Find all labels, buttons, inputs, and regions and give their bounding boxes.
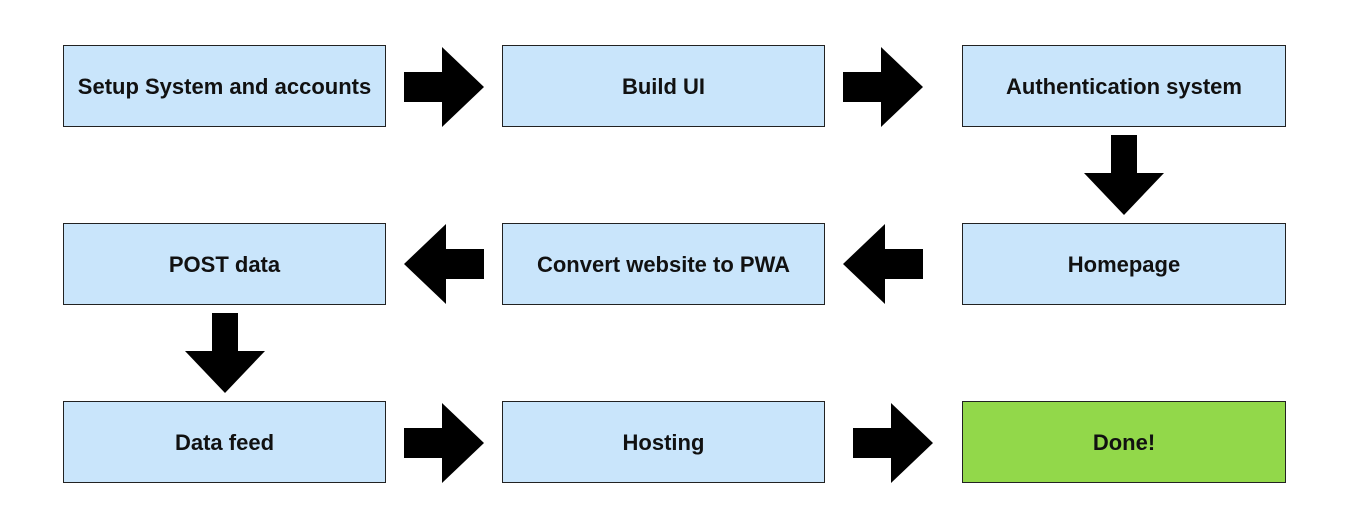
- step-hosting-box: Hosting: [502, 401, 825, 483]
- step-hosting-label: Hosting: [622, 429, 705, 455]
- arrow-left-icon: [843, 224, 923, 304]
- arrow-right-icon: [404, 47, 484, 127]
- step-post-box: POST data: [63, 223, 386, 305]
- arrow-right-icon: [853, 403, 933, 483]
- step-feed-box: Data feed: [63, 401, 386, 483]
- step-done-box: Done!: [962, 401, 1286, 483]
- step-build-ui-label: Build UI: [621, 73, 706, 99]
- arrow-down-icon: [1084, 135, 1164, 215]
- arrow-right-icon: [404, 403, 484, 483]
- step-build-ui-box: Build UI: [502, 45, 825, 127]
- step-post-label: POST data: [168, 251, 281, 277]
- step-feed-label: Data feed: [174, 429, 275, 455]
- step-done-label: Done!: [1092, 429, 1156, 455]
- step-auth-box: Authentication system: [962, 45, 1286, 127]
- step-homepage-box: Homepage: [962, 223, 1286, 305]
- step-pwa-label: Convert website to PWA: [536, 251, 791, 277]
- step-setup-box: Setup System and accounts: [63, 45, 386, 127]
- arrow-right-icon: [843, 47, 923, 127]
- arrow-left-icon: [404, 224, 484, 304]
- arrow-down-icon: [185, 313, 265, 393]
- step-setup-label: Setup System and accounts: [77, 73, 372, 99]
- step-pwa-box: Convert website to PWA: [502, 223, 825, 305]
- step-auth-label: Authentication system: [1006, 73, 1242, 99]
- step-homepage-label: Homepage: [1067, 251, 1181, 277]
